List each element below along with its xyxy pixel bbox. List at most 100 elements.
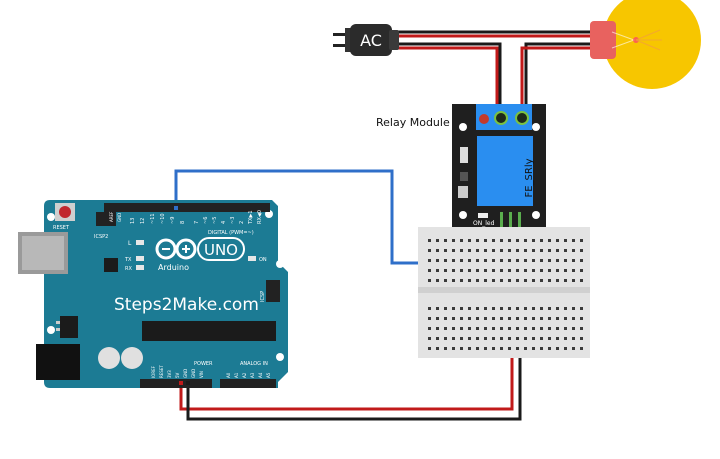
breadboard-hole (468, 337, 471, 340)
breadboard-hole (532, 307, 535, 310)
breadboard-hole (460, 269, 463, 272)
breadboard-hole (508, 347, 511, 350)
breadboard-hole (564, 259, 567, 262)
breadboard-hole (540, 307, 543, 310)
breadboard-hole (508, 307, 511, 310)
breadboard-hole (460, 279, 463, 282)
breadboard-hole (580, 249, 583, 252)
breadboard-hole (572, 337, 575, 340)
breadboard-hole (484, 337, 487, 340)
breadboard-hole (532, 269, 535, 272)
breadboard-hole (468, 239, 471, 242)
relay-part-name: FE_SRly (524, 158, 535, 197)
breadboard-hole (572, 239, 575, 242)
bulb-to-relay-red (520, 46, 590, 113)
breadboard-hole (508, 279, 511, 282)
breadboard-hole (444, 269, 447, 272)
breadboard-hole (556, 259, 559, 262)
breadboard-hole (572, 279, 575, 282)
breadboard-hole (460, 337, 463, 340)
breadboard-hole (428, 249, 431, 252)
breadboard-hole (524, 249, 527, 252)
breadboard-hole (580, 347, 583, 350)
breadboard-hole (452, 317, 455, 320)
breadboard-hole (524, 327, 527, 330)
breadboard-hole (532, 279, 535, 282)
breadboard-hole (428, 259, 431, 262)
breadboard-hole (444, 259, 447, 262)
breadboard-hole (532, 259, 535, 262)
bulb-socket (590, 21, 616, 59)
breadboard-hole (436, 279, 439, 282)
breadboard-hole (452, 347, 455, 350)
breadboard-hole (540, 347, 543, 350)
led-l-label: L (128, 240, 132, 247)
breadboard-hole (564, 249, 567, 252)
breadboard-hole (532, 239, 535, 242)
breadboard-hole (460, 239, 463, 242)
breadboard-hole (484, 307, 487, 310)
ac-label: AC (360, 31, 382, 50)
breadboard-hole (580, 259, 583, 262)
breadboard-hole (484, 279, 487, 282)
breadboard-hole (484, 239, 487, 242)
breadboard-hole (556, 327, 559, 330)
digital-pin-label: ~5 (212, 217, 218, 224)
breadboard-hole (516, 317, 519, 320)
breadboard-hole (516, 249, 519, 252)
breadboard-hole (500, 249, 503, 252)
breadboard-hole (500, 307, 503, 310)
breadboard-hole (572, 269, 575, 272)
breadboard-hole (540, 239, 543, 242)
breadboard-hole (468, 307, 471, 310)
breadboard-hole (476, 347, 479, 350)
breadboard-holes (428, 239, 583, 350)
breadboard-hole (468, 269, 471, 272)
breadboard-hole (508, 327, 511, 330)
breadboard-hole (580, 239, 583, 242)
power-header (140, 379, 212, 388)
breadboard-hole (476, 327, 479, 330)
power-label: POWER (194, 361, 213, 367)
capacitor-2 (121, 347, 143, 369)
breadboard-hole (580, 337, 583, 340)
breadboard-hole (548, 249, 551, 252)
breadboard-hole (524, 337, 527, 340)
led-rx-label: RX (125, 266, 132, 272)
breadboard-hole (492, 249, 495, 252)
breadboard-hole (460, 327, 463, 330)
breadboard-hole (580, 317, 583, 320)
power-pin-label: 5V (175, 372, 180, 378)
breadboard-hole (476, 307, 479, 310)
icsp2-label: ICSP2 (94, 234, 108, 240)
breadboard-hole (532, 249, 535, 252)
breadboard-hole (476, 317, 479, 320)
digital-pin-label: ~10 (160, 213, 166, 224)
breadboard-hole (540, 259, 543, 262)
breadboard-hole (548, 317, 551, 320)
breadboard-hole (548, 347, 551, 350)
breadboard-hole (436, 259, 439, 262)
breadboard-hole (564, 347, 567, 350)
breadboard-hole (476, 259, 479, 262)
breadboard-hole (444, 347, 447, 350)
breadboard-hole (580, 307, 583, 310)
breadboard-hole (532, 347, 535, 350)
gnd-label: GND (117, 213, 122, 222)
breadboard-hole (428, 269, 431, 272)
icsp-label: ICSP (260, 291, 266, 302)
breadboard-hole (508, 317, 511, 320)
breadboard-hole (428, 327, 431, 330)
breadboard-hole (444, 317, 447, 320)
breadboard-hole (524, 347, 527, 350)
breadboard-hole (444, 337, 447, 340)
breadboard-hole (452, 259, 455, 262)
power-jack (36, 344, 80, 380)
breadboard-hole (500, 347, 503, 350)
breadboard-hole (452, 239, 455, 242)
analog-pin-label: A3 (250, 372, 255, 378)
breadboard-hole (436, 269, 439, 272)
digital-pin-label: 7 (194, 221, 200, 224)
